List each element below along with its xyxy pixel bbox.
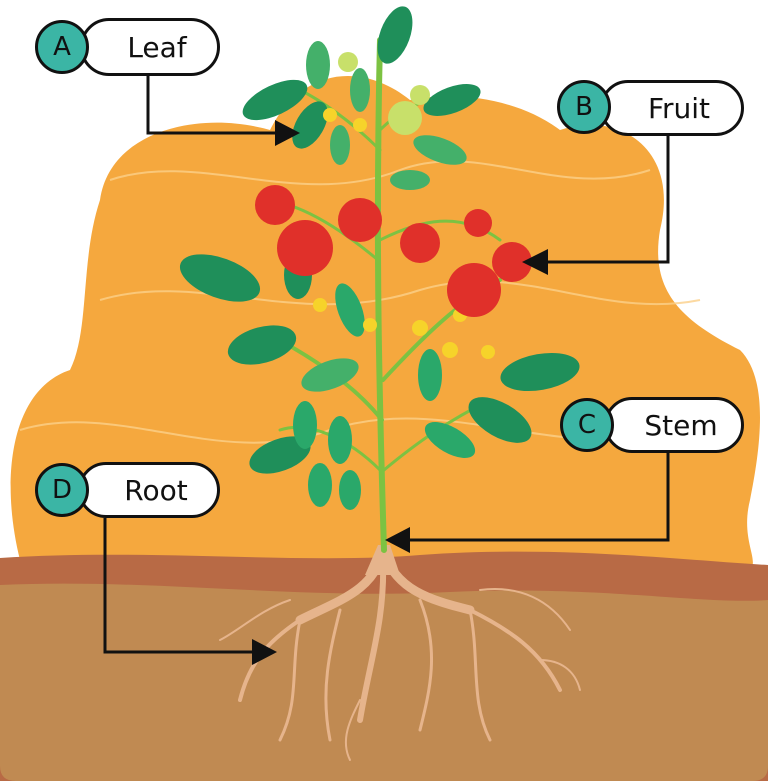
label-root-badge: D	[35, 463, 89, 517]
root-arrowhead	[252, 639, 277, 665]
soil	[0, 583, 768, 781]
label-stem-text: Stem	[604, 397, 744, 453]
roots	[219, 545, 581, 761]
connector-lines	[103, 76, 670, 654]
leaf-arrowhead	[275, 120, 300, 146]
label-leaf-text: Leaf	[80, 18, 220, 76]
stem-arrowhead	[385, 527, 410, 553]
label-root-text: Root	[78, 462, 220, 518]
label-fruit-badge: B	[557, 80, 611, 134]
label-stem-badge: C	[560, 398, 614, 452]
leaves	[179, 6, 580, 510]
label-leaf-badge: A	[35, 20, 89, 74]
flowers	[313, 108, 495, 359]
unripe-fruits	[338, 52, 430, 135]
label-fruit-text: Fruit	[600, 80, 744, 136]
fruit-arrowhead	[522, 249, 548, 275]
tomatoes	[255, 185, 532, 317]
